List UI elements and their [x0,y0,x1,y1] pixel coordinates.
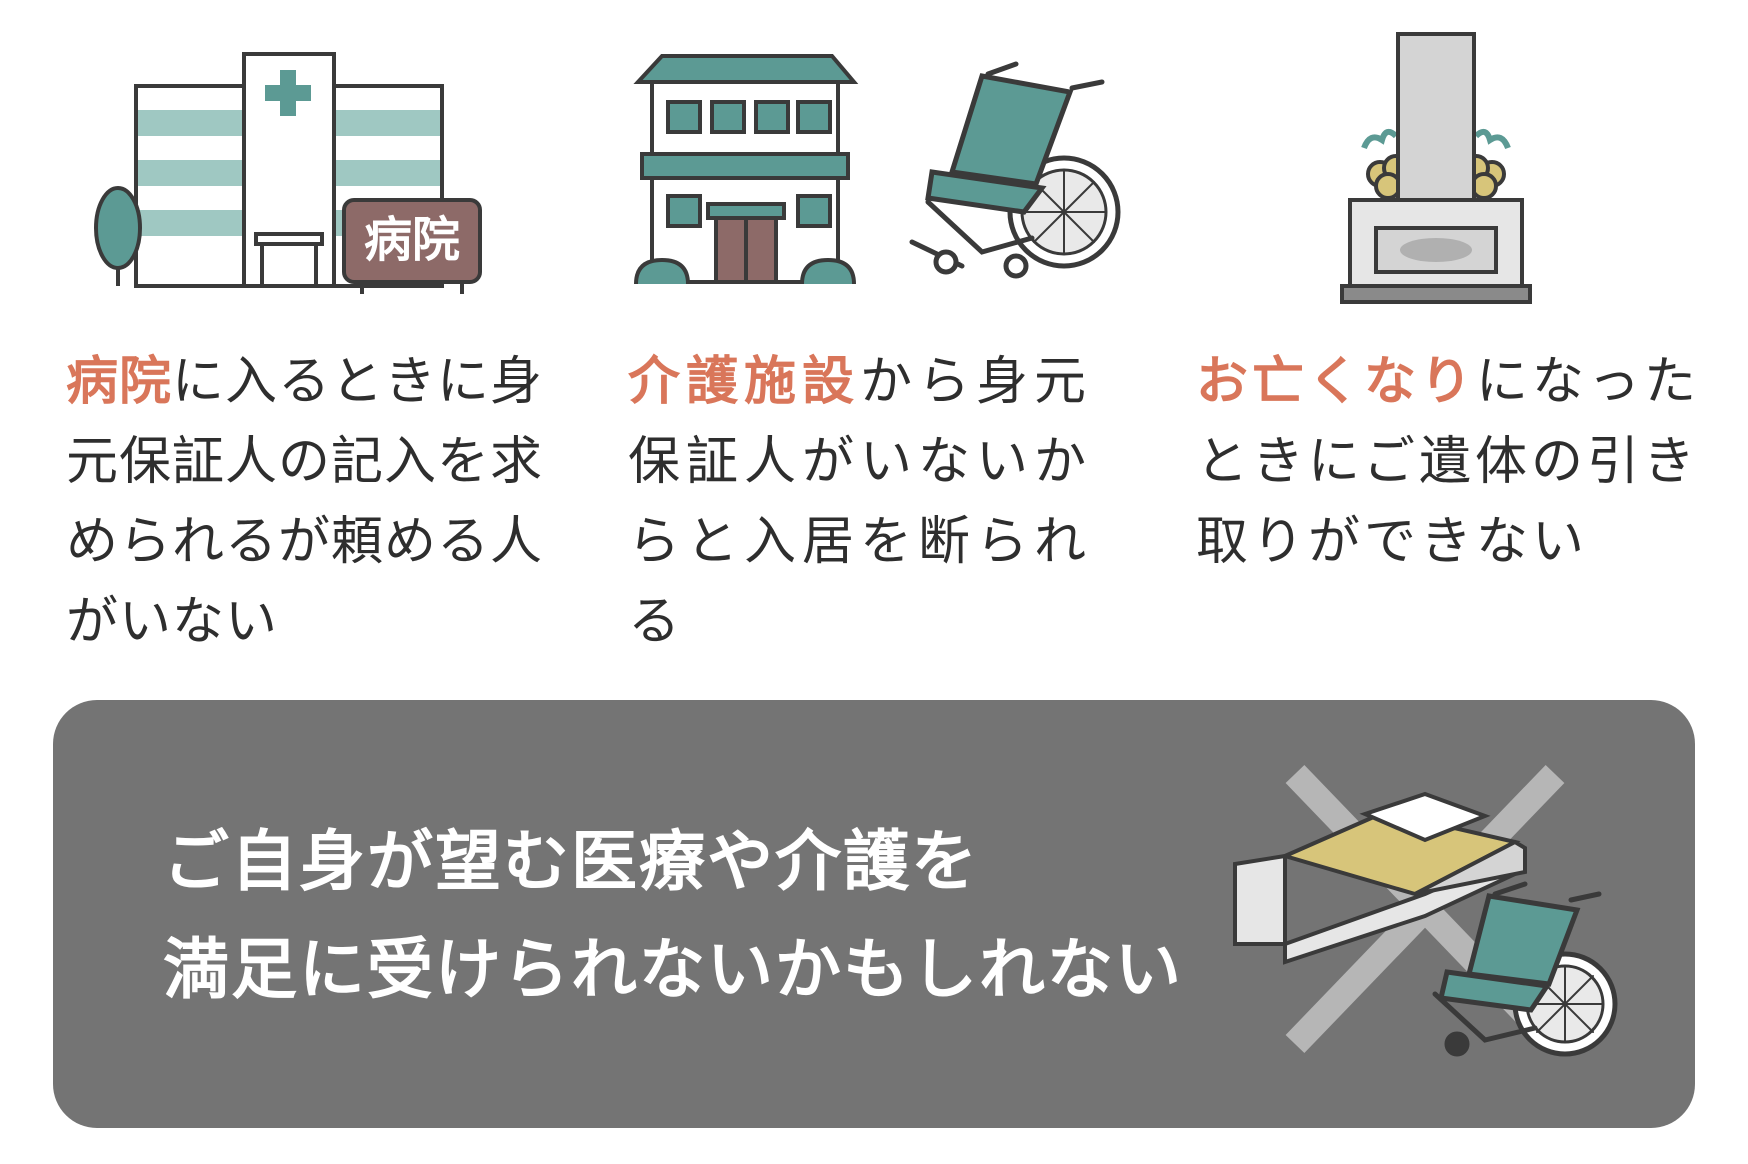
panel-care-line-3: らと入居を断られる [628,512,1093,652]
banner-line-2: 満足に受けられないかもしれない [163,931,1183,1008]
panel-hospital-highlight: 病院 [66,352,173,412]
hospital-sign-text: 病院 [364,212,460,268]
crossed-out-bed-wheelchair-icon [1233,764,1618,1057]
grave-icon [1340,32,1532,304]
panel-hospital-line-1: に入るときに身 [172,352,544,412]
panel-hospital-line-4: がいない [66,592,279,652]
banner-line-1: ご自身が望む医療や介護を [163,823,979,900]
hospital-icon: 病院 [94,52,482,294]
panel-grave-line-2: ときにご遺体の引き [1196,432,1699,492]
panel-hospital-caption: 病院に入るときに身 元保証人の記入を求 められるが頼める人 がいない [66,342,566,662]
panel-care-line-1: から身元 [860,352,1093,412]
hospital-sign: 病院 [342,198,482,294]
panel-hospital-line-2: 元保証人の記入を求 [66,432,544,492]
panel-grave-line-1: になった [1476,352,1701,412]
care-facility-wheelchair-icon [633,54,1121,285]
panel-care-line-2: 保証人がいないか [628,432,1093,492]
panel-grave-line-3: 取りができない [1196,512,1589,572]
banner-message: ご自身が望む医療や介護を 満足に受けられないかもしれない [163,808,1183,1024]
panel-hospital-line-3: められるが頼める人 [66,512,544,572]
panel-care-caption: 介護施設から身元 保証人がいないか らと入居を断られる [628,342,1128,662]
panel-care-highlight: 介護施設 [628,352,861,412]
warning-banner: ご自身が望む医療や介護を 満足に受けられないかもしれない [53,700,1695,1128]
panel-grave-caption: お亡くなりになった ときにご遺体の引き 取りができない [1196,342,1716,582]
panel-grave-highlight: お亡くなり [1196,352,1477,412]
